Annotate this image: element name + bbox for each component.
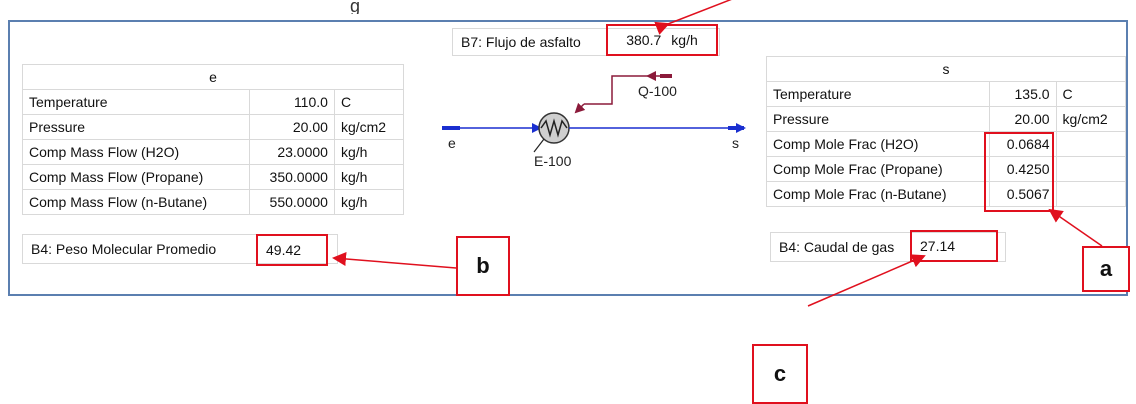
b7-value-highlight: 380.7 kg/h: [606, 24, 718, 56]
callout-a: a: [1082, 246, 1130, 292]
mole-frac-highlight: [984, 132, 1054, 212]
table-row: Pressure 20.00 kg/cm2: [21, 114, 405, 140]
b4-molecular-weight-box: B4: Peso Molecular Promedio: [22, 234, 338, 264]
callout-c: c: [752, 344, 808, 404]
b4-weight-value: 49.42: [266, 242, 302, 258]
b7-spreadsheet-box: B7: Flujo de asfalto: [452, 28, 720, 56]
table-row: Comp Mass Flow (H2O) 23.0000 kg/h: [21, 139, 405, 165]
callout-b: b: [456, 236, 510, 296]
inlet-stream-table: e Temperature 110.0 C Pressure 20.00 kg/…: [21, 64, 405, 215]
outlet-table-title: s: [766, 56, 1126, 82]
outlet-stream-table: s Temperature 135.0 C Pressure 20.00 kg/…: [766, 56, 1127, 207]
table-row: Pressure 20.00 kg/cm2: [766, 106, 1127, 132]
table-row: Comp Mole Frac (Propane) 0.4250: [766, 156, 1127, 182]
b4-flow-value: 27.14: [920, 238, 956, 254]
b7-label: B7: Flujo de asfalto: [461, 34, 581, 50]
table-row: Comp Mass Flow (Propane) 350.0000 kg/h: [21, 164, 405, 190]
b4-weight-label: B4: Peso Molecular Promedio: [31, 241, 217, 257]
b4-flow-value-highlight: 27.14: [910, 230, 998, 262]
b4-flow-label: B4: Caudal de gas: [779, 239, 895, 255]
cropped-heading-fragment: g: [350, 0, 361, 14]
table-row: Temperature 135.0 C: [766, 81, 1127, 107]
inlet-table-title: e: [22, 64, 404, 90]
b4-weight-value-highlight: 49.42: [256, 234, 328, 266]
table-row: Comp Mass Flow (n-Butane) 550.0000 kg/h: [21, 189, 405, 215]
b7-value: 380.7: [626, 32, 662, 48]
table-row: Comp Mole Frac (H2O) 0.0684: [766, 131, 1127, 157]
b7-unit: kg/h: [671, 32, 698, 48]
table-row: Temperature 110.0 C: [21, 89, 405, 115]
table-row: Comp Mole Frac (n-Butane) 0.5067: [766, 181, 1127, 207]
